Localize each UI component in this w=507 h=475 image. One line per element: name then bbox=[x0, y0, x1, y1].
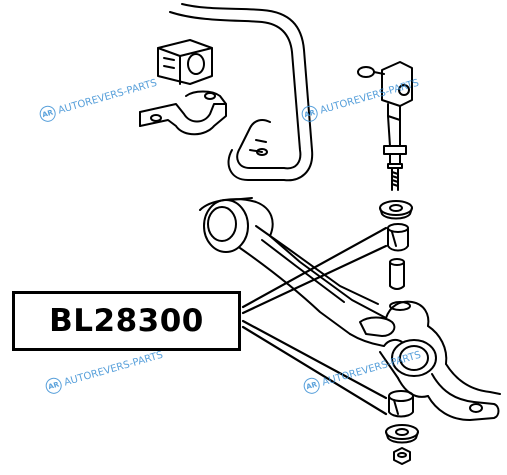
lower-bushing bbox=[388, 390, 414, 418]
stabilizer-bushing bbox=[157, 39, 213, 85]
upper-washer bbox=[379, 200, 413, 220]
nut bbox=[393, 447, 411, 465]
part-number-label: BL28300 bbox=[12, 291, 241, 351]
spacer-sleeve bbox=[389, 258, 405, 290]
lower-washer bbox=[385, 424, 419, 444]
upper-bushing bbox=[387, 223, 409, 252]
stabilizer-bracket bbox=[139, 90, 227, 136]
lower-control-arm bbox=[199, 197, 501, 421]
stabilizer-link bbox=[357, 61, 413, 191]
stabilizer-bar bbox=[169, 3, 314, 182]
leader-lines bbox=[241, 226, 388, 416]
